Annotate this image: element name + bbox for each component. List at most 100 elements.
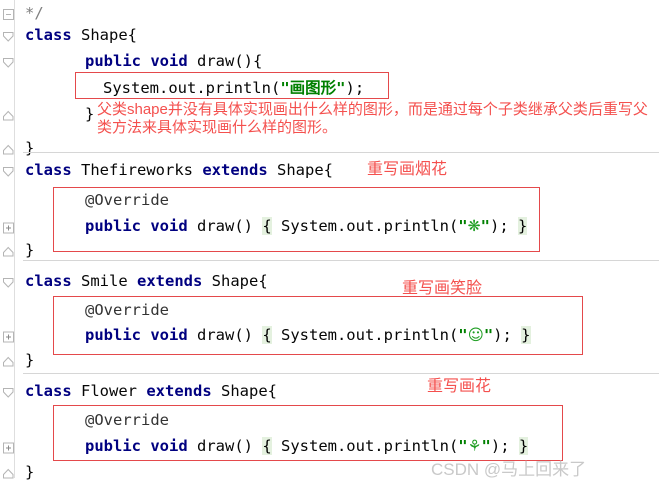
code-line[interactable]: class Shape{ xyxy=(25,25,137,45)
chevron-down-icon[interactable] xyxy=(2,274,15,288)
class-separator xyxy=(23,152,659,153)
code-token: ); xyxy=(345,79,365,97)
code-token: public void xyxy=(85,52,188,70)
code-token: } xyxy=(517,217,528,235)
annotation-comment-line2: 类方法来具体实现画什么样的图形。 xyxy=(97,119,338,136)
code-token: } xyxy=(25,139,35,157)
code-token: } xyxy=(521,326,531,344)
code-token: class xyxy=(25,161,72,179)
code-token: " xyxy=(458,217,468,235)
code-line[interactable]: @Override xyxy=(85,410,169,430)
code-token: draw() xyxy=(187,326,263,344)
code-line[interactable]: } xyxy=(85,104,94,124)
firework-emoji: ❋ xyxy=(467,217,481,235)
code-token: extends xyxy=(202,161,268,179)
code-token: System.out.println( xyxy=(271,326,459,344)
smiley-emoji: ☺ xyxy=(467,326,484,344)
code-token: " xyxy=(458,326,468,344)
code-token: Thefireworks xyxy=(71,161,203,179)
code-line[interactable]: public void draw() { System.out.println(… xyxy=(85,325,531,345)
chevron-up-icon[interactable] xyxy=(2,107,15,121)
flower-emoji: ⚘ xyxy=(467,437,482,455)
code-token: System.out.println( xyxy=(271,217,459,235)
code-token: " xyxy=(480,217,490,235)
code-line[interactable]: @Override xyxy=(85,190,169,210)
plus-box-icon[interactable] xyxy=(2,219,15,234)
code-token: @Override xyxy=(85,191,169,209)
code-token: class xyxy=(25,272,72,290)
chevron-down-icon[interactable] xyxy=(2,384,15,398)
code-token: Smile xyxy=(71,272,137,290)
annotation-label-flower: 重写画花 xyxy=(427,378,492,395)
code-token: */ xyxy=(25,4,44,22)
gutter-divider xyxy=(14,0,15,478)
code-token: Shape{ xyxy=(71,26,137,44)
fold-end-box-icon[interactable] xyxy=(2,6,15,20)
chevron-down-icon[interactable] xyxy=(2,54,15,68)
annotation-box-println xyxy=(75,72,389,99)
plus-box-icon[interactable] xyxy=(2,439,15,454)
code-line[interactable]: System.out.println("画图形"); xyxy=(103,78,364,98)
code-token: Shape{ xyxy=(211,382,277,400)
annotation-comment-line1: 父类shape并没有具体实现画出什么样的图形，而是通过每个子类继承父类后重写父 xyxy=(97,101,648,118)
chevron-up-icon[interactable] xyxy=(2,141,15,155)
code-line[interactable]: class Smile extends Shape{ xyxy=(25,271,268,291)
code-token: System.out.println( xyxy=(271,437,459,455)
code-line[interactable]: } xyxy=(25,462,34,482)
code-token: public void xyxy=(85,326,188,344)
code-token: System.out.println( xyxy=(103,79,281,97)
code-token: ); xyxy=(490,437,519,455)
chevron-up-icon[interactable] xyxy=(2,243,15,257)
code-token: public void xyxy=(85,217,188,235)
code-token: } xyxy=(25,463,35,481)
code-token: class xyxy=(25,26,72,44)
code-token: draw(){ xyxy=(187,52,263,70)
code-line[interactable]: class Thefireworks extends Shape{ xyxy=(25,160,333,180)
code-token: { xyxy=(262,217,272,235)
chevron-up-icon[interactable] xyxy=(2,465,15,479)
chevron-up-icon[interactable] xyxy=(2,353,15,367)
code-token: " xyxy=(483,326,494,344)
code-token: } xyxy=(518,437,529,455)
chevron-down-icon[interactable] xyxy=(2,28,15,42)
code-line[interactable]: public void draw(){ xyxy=(85,51,262,71)
annotation-box-fireworks xyxy=(53,187,540,252)
code-token: { xyxy=(262,437,272,455)
code-line[interactable]: public void draw() { System.out.println(… xyxy=(85,436,529,456)
class-separator xyxy=(23,373,659,374)
annotation-label-smile: 重写画笑脸 xyxy=(402,280,483,297)
code-token: draw() xyxy=(187,217,263,235)
code-token: " xyxy=(458,437,468,455)
code-token: "画图形" xyxy=(280,79,346,97)
plus-box-icon[interactable] xyxy=(2,328,15,343)
code-line[interactable]: */ xyxy=(25,3,44,23)
code-token: @Override xyxy=(85,301,169,319)
code-token: " xyxy=(481,437,491,455)
class-separator xyxy=(23,260,659,261)
code-token: extends xyxy=(137,272,203,290)
code-line[interactable]: @Override xyxy=(85,300,169,320)
code-token: } xyxy=(25,241,35,259)
code-token: @Override xyxy=(85,411,169,429)
code-token: { xyxy=(262,326,272,344)
annotation-label-fireworks: 重写画烟花 xyxy=(367,161,448,178)
code-line[interactable]: } xyxy=(25,240,34,260)
code-token: Shape{ xyxy=(267,161,333,179)
annotation-box-flower xyxy=(53,405,563,461)
code-token: } xyxy=(25,351,35,369)
code-token: Shape{ xyxy=(202,272,268,290)
chevron-down-icon[interactable] xyxy=(2,163,15,177)
csdn-watermark: CSDN @马上回来了 xyxy=(431,460,587,479)
code-token: Flower xyxy=(71,382,147,400)
code-line[interactable]: public void draw() { System.out.println(… xyxy=(85,216,528,236)
annotation-box-smile xyxy=(53,296,583,355)
code-token: extends xyxy=(146,382,212,400)
code-token: ); xyxy=(489,217,518,235)
code-token: ); xyxy=(493,326,522,344)
code-token: class xyxy=(25,382,72,400)
code-line[interactable]: class Flower extends Shape{ xyxy=(25,381,277,401)
code-line[interactable]: } xyxy=(25,138,34,158)
code-token: public void xyxy=(85,437,188,455)
code-line[interactable]: } xyxy=(25,350,34,370)
